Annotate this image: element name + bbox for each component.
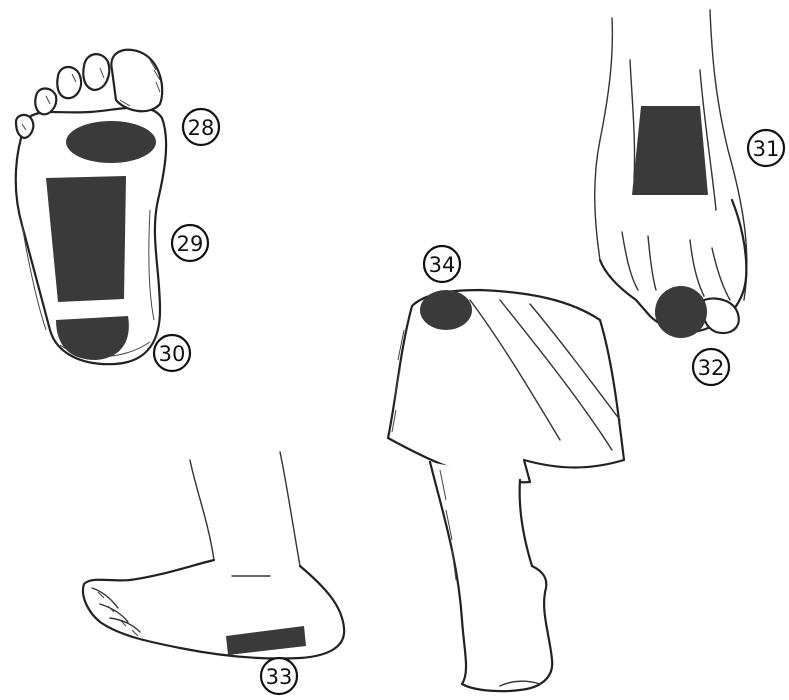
marker-32: 32: [693, 349, 729, 385]
marker-33-label: 33: [266, 665, 293, 689]
marker-32-label: 32: [698, 356, 725, 380]
marker-28: 28: [183, 109, 219, 145]
top-of-foot: [595, 10, 747, 338]
marker-30: 30: [154, 335, 190, 371]
zone-28-forefoot: [66, 121, 156, 163]
marker-29-label: 29: [177, 232, 204, 256]
marker-30-label: 30: [159, 342, 186, 366]
knee-and-leg: [388, 290, 624, 691]
marker-28-label: 28: [188, 116, 215, 140]
zone-31-instep: [632, 106, 708, 195]
sole-of-foot: [16, 50, 166, 364]
side-of-foot: [83, 452, 344, 659]
zone-34-knee: [420, 290, 472, 330]
marker-31-label: 31: [753, 137, 780, 161]
marker-34: 34: [424, 246, 460, 282]
marker-34-label: 34: [429, 253, 456, 277]
marker-29: 29: [172, 225, 208, 261]
zone-29-midfoot: [46, 176, 126, 302]
zone-32-big-toe: [655, 286, 707, 338]
marker-33: 33: [261, 658, 297, 694]
marker-31: 31: [748, 130, 784, 166]
